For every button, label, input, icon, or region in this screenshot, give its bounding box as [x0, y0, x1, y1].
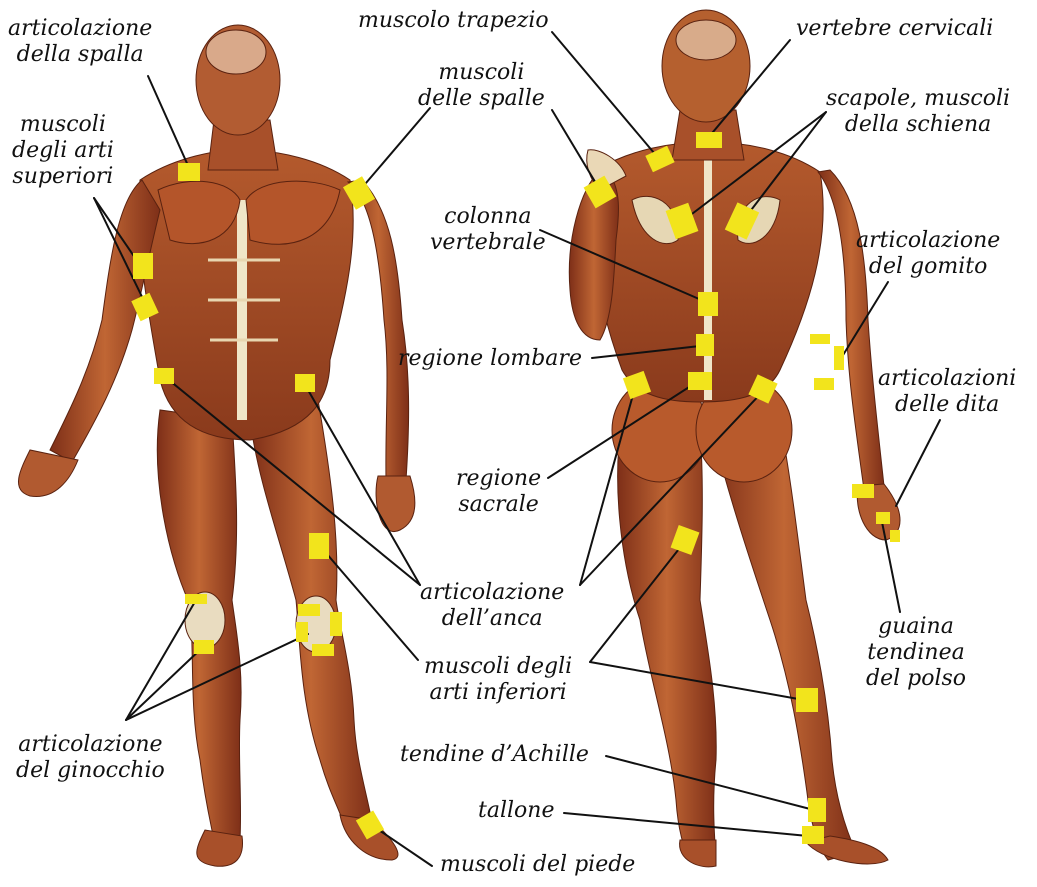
leader-trapezius [552, 32, 660, 160]
leader-knee-1 [126, 600, 196, 720]
marker-knee-fr-4 [312, 644, 334, 656]
label-trapezius: muscolo trapezio [358, 8, 549, 34]
label-lumbar: regione lombare [398, 346, 582, 372]
label-fingers: articolazioni delle dita [878, 366, 1016, 418]
marker-elbow-1 [810, 334, 830, 344]
leader-shoulder-muscles [360, 108, 430, 190]
marker-lumbar [696, 334, 714, 356]
label-elbow: articolazione del gomito [856, 228, 1000, 280]
label-upper-limb-muscles: muscoli degli arti superiori [12, 112, 114, 190]
marker-fingers-1 [876, 512, 890, 524]
marker-achilles [808, 798, 826, 822]
label-knee: articolazione del ginocchio [16, 732, 165, 784]
label-scapulae: scapole, muscoli della schiena [826, 86, 1010, 138]
label-cervical: vertebre cervicali [796, 16, 993, 42]
marker-knee-fr-3 [330, 612, 342, 636]
label-sacral: regione sacrale [456, 466, 541, 518]
marker-shoulder-joint [178, 163, 200, 181]
marker-spine [698, 292, 718, 316]
marker-wrist [852, 484, 874, 498]
marker-knee-fl-top [185, 594, 207, 604]
marker-elbow-2 [834, 346, 844, 370]
marker-sacral [688, 372, 712, 390]
label-shoulder-joint: articolazione della spalla [8, 16, 152, 68]
back-left-leg [618, 420, 717, 860]
marker-lower-limb-front [309, 533, 329, 559]
label-spine: colonna vertebrale [430, 204, 546, 256]
label-wrist-sheath: guaina tendinea del polso [866, 614, 966, 692]
label-shoulder-muscles: muscoli delle spalle [418, 60, 545, 112]
marker-upper-limb-1 [133, 253, 153, 279]
marker-fingers-2 [890, 530, 900, 542]
marker-knee-fr-1 [298, 604, 320, 616]
label-heel: tallone [478, 798, 554, 824]
leader-fingers [896, 420, 940, 506]
marker-hip-front-l [154, 368, 174, 384]
marker-knee-fr-2 [296, 622, 308, 642]
back-figure [569, 10, 900, 867]
marker-hip-front-r [295, 374, 315, 392]
label-hip: articolazione dell’anca [420, 580, 564, 632]
marker-elbow-3 [814, 378, 834, 390]
marker-heel [802, 826, 824, 844]
front-right-arm [348, 180, 409, 480]
back-right-arm [818, 170, 884, 490]
marker-cervical [696, 132, 722, 148]
label-achilles: tendine d’Achille [400, 742, 589, 768]
marker-knee-fl-bot [194, 640, 214, 654]
label-lower-limb-muscles: muscoli degli arti inferiori [424, 654, 572, 706]
leader-shoulder-joint [148, 76, 190, 170]
marker-hamstring-back [796, 688, 818, 712]
front-left-foot [197, 830, 243, 866]
label-foot-muscles: muscoli del piede [440, 852, 635, 878]
